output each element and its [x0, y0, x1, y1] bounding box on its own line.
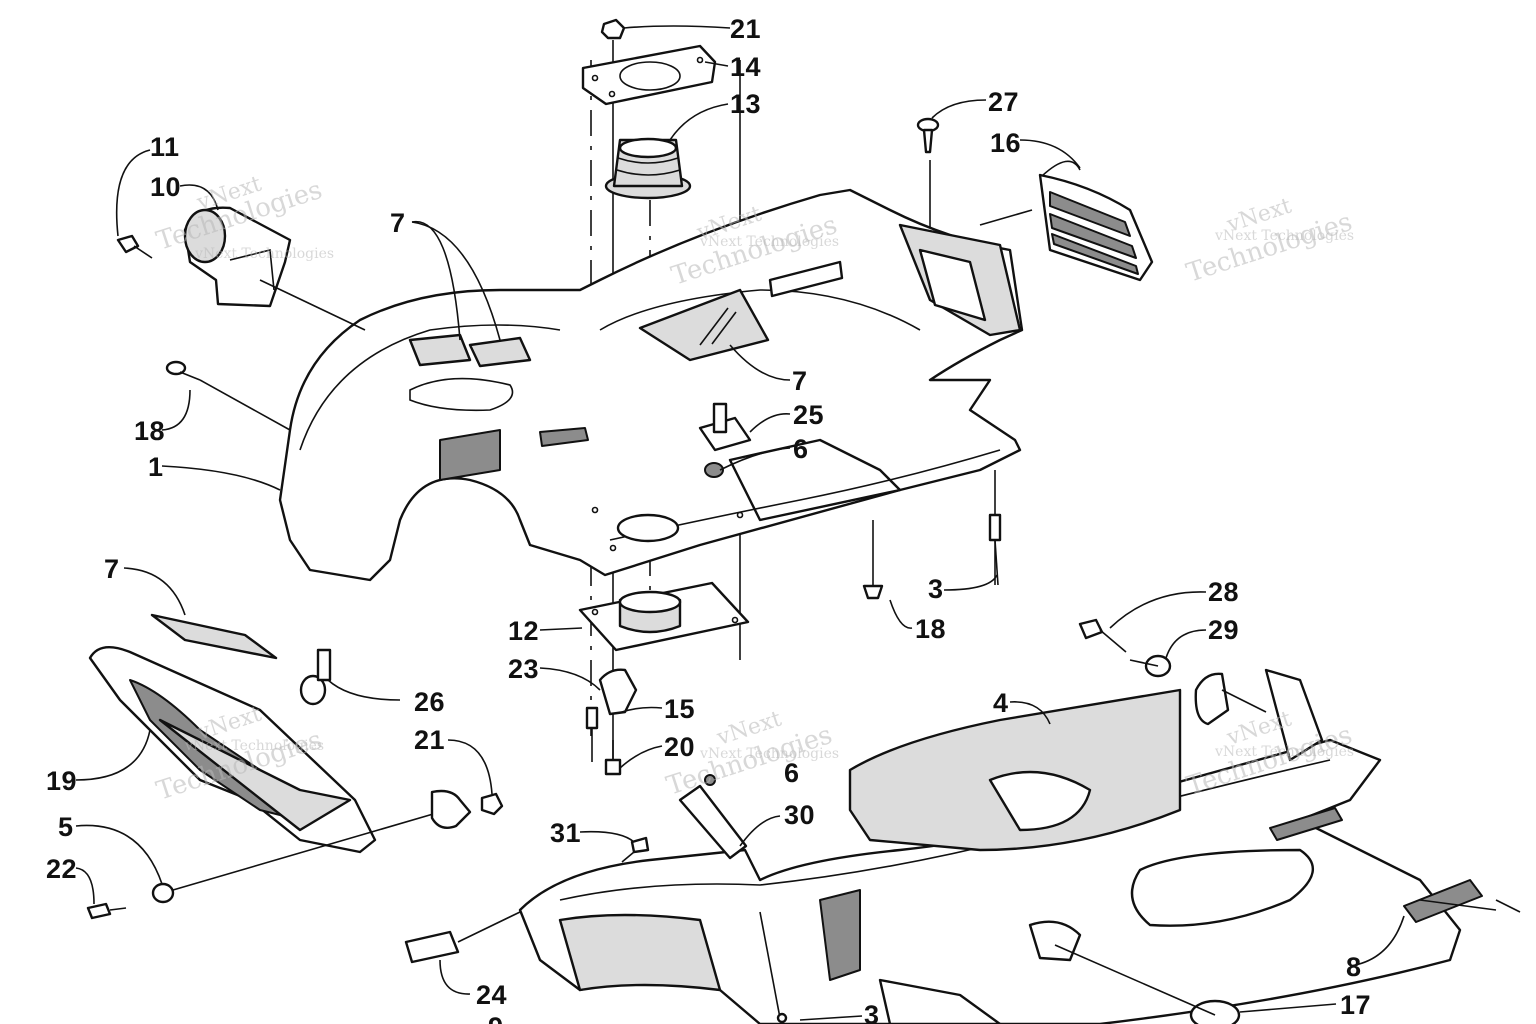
part-20-bolt: [604, 740, 622, 776]
callout-19: 19: [46, 766, 77, 796]
callout-18-center: 18: [915, 614, 946, 644]
part-18-screw-left: [165, 360, 201, 381]
callout-7-left: 7: [104, 554, 120, 584]
callout-3-bottom: 3: [864, 1000, 880, 1024]
callout-labels: 21 14 13 27 16 11 10 7 7 18 1 25 6 3 18 …: [46, 14, 1371, 1024]
callout-6-upper: 6: [793, 434, 809, 464]
part-27-screw: [916, 117, 940, 154]
part-31-screw: [621, 836, 650, 863]
callout-13: 13: [730, 89, 761, 119]
part-3-rivet-bottom: [759, 911, 788, 1024]
callout-20: 20: [664, 732, 695, 762]
part-11-screw: [116, 234, 153, 259]
part-14-top-plate: [581, 44, 717, 106]
watermark-1c: vNext Technologies: [194, 246, 334, 262]
part-12-lower-plate: [578, 581, 750, 652]
callout-25: 25: [793, 400, 824, 430]
watermark-2c: vNext Technologies: [699, 234, 839, 250]
callout-5: 5: [58, 812, 74, 842]
callout-28: 28: [1208, 577, 1239, 607]
part-22-bolt: [86, 902, 127, 920]
part-30-bracket: [678, 774, 748, 860]
part-28-bolt: [1078, 618, 1127, 653]
watermark-3c: vNext Technologies: [1214, 228, 1354, 244]
part-19-bumper: [88, 646, 377, 854]
leader-lines: [75, 25, 1405, 1021]
callout-16: 16: [990, 128, 1021, 158]
callout-14: 14: [730, 52, 761, 82]
callout-24: 24: [476, 980, 507, 1010]
part-25-standoff: [698, 402, 752, 452]
part-side-bracket: [1264, 668, 1324, 762]
part-13-boot: [604, 137, 692, 200]
callout-21-top: 21: [730, 14, 761, 44]
part-21-nut-top: [600, 18, 626, 40]
callout-26: 26: [414, 687, 445, 717]
part-6-washer: [704, 462, 724, 478]
part-5-washer: [151, 811, 441, 904]
callout-30: 30: [784, 800, 815, 830]
callout-3-right: 3: [928, 574, 944, 604]
callout-23: 23: [508, 654, 539, 684]
part-7-decal-left: [150, 613, 278, 660]
part-4-foam: [848, 688, 1182, 852]
part-24-clip: [404, 911, 521, 964]
part-8-reflector: [1403, 879, 1521, 923]
callout-10: 10: [150, 172, 181, 202]
callout-31: 31: [550, 818, 581, 848]
part-3-rivet-right: [988, 513, 1002, 586]
watermark-6c: vNext Technologies: [1214, 744, 1354, 760]
callout-17: 17: [1340, 990, 1371, 1020]
callout-9: 9: [488, 1012, 504, 1024]
explosion-lines: [199, 209, 1497, 1016]
callout-7-center: 7: [792, 366, 808, 396]
callout-8: 8: [1346, 952, 1362, 982]
callout-6-lower: 6: [784, 758, 800, 788]
watermark-4c: vNext Technologies: [184, 738, 324, 754]
part-21-nut-lower: [480, 792, 504, 816]
callout-4: 4: [993, 688, 1009, 718]
part-26-clamp: [299, 648, 332, 706]
callout-18-left: 18: [134, 416, 165, 446]
callout-7-top: 7: [390, 208, 406, 238]
part-18-screw-center: [862, 570, 884, 600]
callout-29: 29: [1208, 615, 1239, 645]
callout-22: 22: [46, 854, 77, 884]
callout-12: 12: [508, 616, 539, 646]
watermark-5c: vNext Technologies: [699, 746, 839, 762]
part-1-main-pan: [278, 188, 1024, 582]
callout-11: 11: [150, 132, 180, 162]
part-hinge-plate: [1194, 672, 1230, 726]
part-15-pin: [585, 706, 599, 762]
part-16-vent: [1038, 173, 1154, 282]
callout-27: 27: [988, 87, 1019, 117]
part-flange-bracket: [430, 789, 472, 829]
part-nose-pan: [518, 738, 1462, 1024]
part-23-clip: [598, 668, 638, 716]
callout-21-lower: 21: [414, 725, 445, 755]
callout-15: 15: [664, 694, 695, 724]
callout-1: 1: [148, 452, 164, 482]
